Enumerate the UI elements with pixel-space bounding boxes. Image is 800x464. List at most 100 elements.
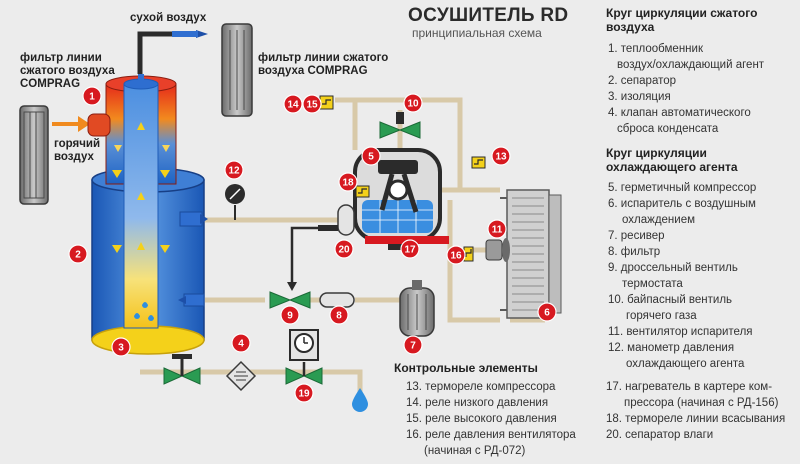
list-item: 20. сепаратор влаги: [606, 429, 714, 441]
marker-17-circle: [400, 239, 420, 259]
marker-19-label: 19: [298, 389, 310, 400]
refrigerant-pipes: [140, 97, 545, 395]
marker-15-label: 15: [306, 100, 318, 111]
marker-4-label: 4: [238, 339, 244, 350]
marker-7-label: 7: [410, 341, 416, 352]
separator-outlet-top: [179, 211, 208, 227]
marker-18-circle: [338, 172, 358, 192]
marker-14-circle: [283, 94, 303, 114]
air-circuit-heading-2: воздуха: [606, 20, 655, 34]
switch-icons: [319, 95, 486, 262]
filter-left-line-2: сжатого воздуха: [20, 65, 115, 77]
marker-15-circle: [302, 94, 322, 114]
expansion-valve: [269, 291, 311, 309]
marker-6-label: 6: [544, 308, 550, 319]
list-item: 3. изоляция: [608, 91, 671, 103]
marker-13-label: 13: [495, 152, 507, 163]
marker-5-label: 5: [368, 152, 374, 163]
refrigerant-heading-1: Круг циркуляции: [606, 146, 707, 160]
list-item: 1. теплообменник: [608, 43, 703, 55]
marker-17-label: 17: [404, 245, 416, 256]
marker-5-circle: [361, 146, 381, 166]
evaporator: [500, 189, 562, 319]
refrigerant-circuit-list: 5. герметичный компрессор 6. испаритель …: [608, 181, 756, 373]
list-item: 17. нагреватель в картере ком-: [606, 381, 773, 393]
liquid-line-arrow: [287, 282, 297, 291]
list-item: 14. реле низкого давления: [406, 397, 549, 409]
marker-8-circle: [329, 305, 349, 325]
liquid-line: [290, 226, 320, 285]
list-item: (начиная с РД-072): [424, 445, 526, 457]
compressor: [353, 148, 449, 250]
marker-16-label: 16: [450, 251, 462, 262]
list-item: 15. реле высокого давления: [406, 413, 557, 425]
list-item: прессора (начиная с РД-156): [624, 397, 779, 409]
marker-11-label: 11: [492, 225, 503, 236]
list-item: 16. реле давления вентилятора: [406, 429, 576, 441]
moisture-separator: [318, 204, 355, 236]
marker-16-circle: [446, 245, 466, 265]
marker-11-circle: [487, 219, 507, 239]
list-item: 7. ресивер: [608, 230, 665, 242]
marker-18-label: 18: [342, 178, 354, 189]
list-item: горячего газа: [626, 310, 697, 322]
left-filter: [19, 105, 49, 205]
list-item: 11. вентилятор испарителя: [608, 326, 753, 338]
marker-13-circle: [491, 146, 511, 166]
refrigerant-heading-2: охлаждающего агента: [606, 160, 738, 174]
marker-10-label: 10: [407, 99, 419, 110]
marker-3-label: 3: [118, 343, 124, 354]
list-item: термостата: [622, 278, 683, 290]
refrigerant-circuit-heading: Круг циркуляции охлаждающего агента: [606, 146, 738, 174]
drain-valve-manual: [163, 354, 201, 385]
hot-air-arrow: [52, 116, 90, 132]
control-list-2: 17. нагреватель в картере ком- прессора …: [606, 380, 785, 444]
page-title: ОСУШИТЕЛЬ RD: [408, 5, 569, 26]
marker-3-circle: [111, 337, 131, 357]
separator-outlet-bottom: [178, 293, 205, 307]
marker-7-circle: [403, 335, 423, 355]
marker-14-label: 14: [287, 100, 299, 111]
list-item: 18. термореле линии всасывания: [606, 413, 786, 425]
dry-air-label: сухой воздух: [130, 12, 207, 24]
marker-1-label: 1: [89, 92, 95, 103]
inner-tube: [123, 74, 159, 329]
marker-9-label: 9: [287, 311, 293, 322]
heat-arrows: [114, 145, 170, 152]
list-item: 5. герметичный компрессор: [608, 182, 757, 194]
filter-right-line-2: воздуха COMPRAG: [258, 65, 368, 77]
marker-12-circle: [224, 160, 244, 180]
list-item: 8. фильтр: [608, 246, 661, 258]
marker-2-label: 2: [75, 250, 81, 261]
hot-air-label: горячий воздух: [54, 138, 100, 164]
marker-6-circle: [537, 302, 557, 322]
list-item: охлаждающего агента: [626, 358, 745, 370]
control-list-1: 13. термореле компрессора 14. реле низко…: [406, 380, 576, 460]
marker-10-circle: [403, 93, 423, 113]
dry-air-pipe-blue: [172, 31, 198, 37]
receiver: [399, 280, 435, 337]
dry-air-arrow: [196, 30, 208, 38]
list-item: воздух/охлаждающий агент: [617, 59, 765, 71]
control-heading: Контрольные элементы: [394, 361, 538, 375]
list-item: 2. сепаратор: [608, 75, 677, 87]
marker-19-circle: [294, 383, 314, 403]
marker-12-label: 12: [228, 166, 240, 177]
hot-air-line-1: горячий: [54, 138, 101, 150]
drain-valve-solenoid: [285, 329, 323, 385]
filter-left-line-3: COMPRAG: [20, 78, 81, 90]
air-circuit-list: 1. теплообменник воздух/охлаждающий аген…: [608, 42, 764, 138]
list-item: сброса конденсата: [617, 123, 719, 135]
marker-20-label: 20: [338, 245, 350, 256]
list-item: охлаждением: [622, 214, 695, 226]
list-item: 13. термореле компрессора: [406, 381, 556, 393]
marker-8-label: 8: [336, 311, 342, 322]
water-drops: [134, 302, 154, 321]
marker-9-circle: [280, 305, 300, 325]
dry-air-pipe: [137, 31, 196, 74]
list-item: 4. клапан автоматического: [608, 107, 751, 119]
filter-right-line-1: фильтр линии сжатого: [258, 52, 389, 64]
manometer: [225, 184, 245, 220]
